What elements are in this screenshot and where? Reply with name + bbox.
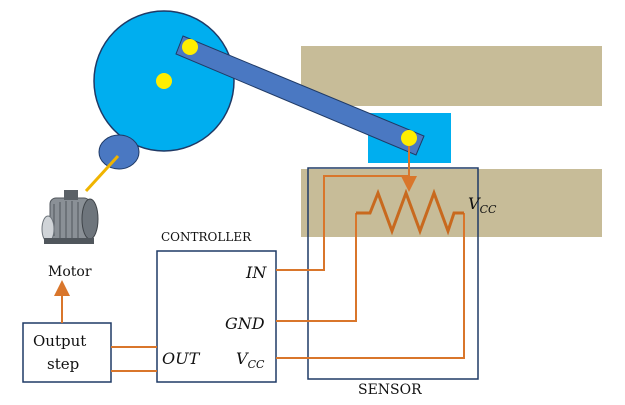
lower-rail [301,169,602,237]
controller-port-out: OUT [162,349,201,368]
motor-label: Motor [48,264,92,280]
electric-motor-icon [41,190,99,244]
small-pulley [98,134,140,170]
controller-title: CONTROLLER [161,230,252,244]
output-step-box [22,322,112,383]
output-step-label-line2: step [47,355,79,373]
sensor-title: SENSOR [358,382,422,398]
wire-gnd [276,213,357,322]
rod-slider-pivot [401,130,417,146]
output-step-label-line1: Output [33,332,86,350]
wheel-center-pivot [156,73,172,89]
upper-rail [301,46,602,106]
controller-box [156,250,277,383]
potentiometer-resistor [356,188,464,236]
wire-in [276,175,409,271]
resistor-vcc-label: VCC [468,194,497,216]
controller-port-vcc: VCC [236,349,265,371]
sensor-box [307,167,479,380]
controller-port-gnd: GND [225,314,265,333]
wire-vcc [276,213,465,359]
connecting-rod [175,35,425,156]
drive-shaft [84,154,120,193]
controller-port-in: IN [245,263,267,282]
rod-wheel-pivot [182,39,198,55]
